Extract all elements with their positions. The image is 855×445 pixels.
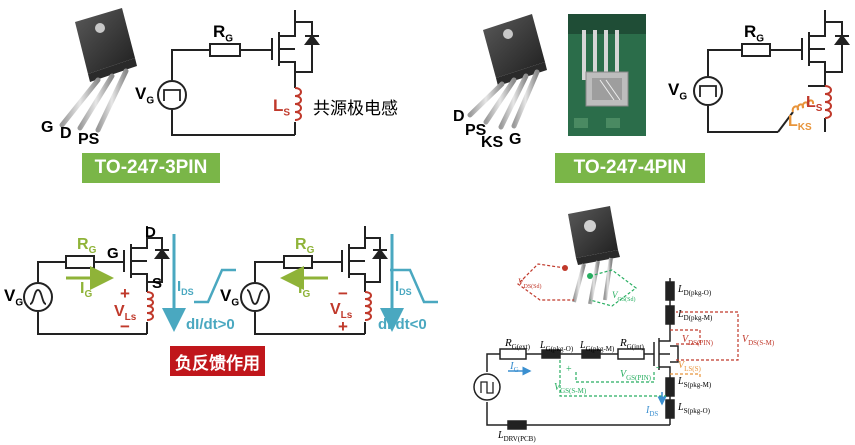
br-lg-pkg-o-label: LG(pkg-O) bbox=[540, 340, 574, 353]
mr-vls-label: VLs bbox=[330, 301, 353, 322]
br-sense-dashes bbox=[517, 263, 637, 307]
br-vds-pin-label: VDS(PIN) bbox=[682, 334, 713, 347]
tl-ls-label: LS bbox=[273, 96, 291, 119]
ml-ig-label: IG bbox=[80, 280, 93, 301]
tr-lks-inductor bbox=[791, 99, 815, 113]
mr-ramp-down bbox=[390, 268, 438, 304]
mr-rg-label: RG bbox=[295, 236, 315, 257]
mr-didt-label: dI/dt<0 bbox=[378, 316, 427, 333]
br-vls-s-label: VLS(S) bbox=[678, 360, 701, 373]
br-circuit bbox=[473, 278, 679, 430]
br-ld-pkg-o-label: LD(pkg-O) bbox=[678, 284, 712, 297]
ml-plus-sign: + bbox=[120, 284, 130, 303]
mr-vg-label: VG bbox=[220, 286, 240, 309]
tl-ls-inductor bbox=[294, 87, 302, 121]
br-ls-pkg-m-label: LS(pkg-M) bbox=[678, 376, 712, 389]
tl-vg-label: VG bbox=[135, 84, 155, 107]
br-vgs-plus-sign: + bbox=[566, 364, 572, 375]
ml-gate-label: G bbox=[107, 245, 119, 262]
mr-plus-sign: + bbox=[338, 317, 348, 336]
br-rg-int-label: RG(int) bbox=[620, 337, 644, 352]
br-vgs-pin-label: VGS(PIN) bbox=[620, 369, 651, 382]
tl-pin-ps-label: PS bbox=[78, 131, 100, 148]
br-package-photo bbox=[562, 206, 620, 305]
tl-rg-label: RG bbox=[213, 22, 234, 45]
br-vgs-sm-label: VGS(S-M) bbox=[554, 382, 587, 395]
tr-ls-inductor bbox=[824, 85, 832, 119]
br-vgs-minus-sign: - bbox=[656, 362, 660, 373]
ml-rg-label: RG bbox=[77, 236, 97, 257]
mr-ig-label: IG bbox=[298, 280, 311, 301]
ml-vls-label: VLs bbox=[114, 303, 137, 324]
ml-drain-label: D bbox=[145, 224, 156, 241]
tr-pin-ps-label: PS bbox=[465, 122, 487, 139]
ml-ids-label: IDS bbox=[177, 278, 194, 297]
tr-circuit bbox=[693, 10, 850, 133]
tr-pin-ks-label: KS bbox=[481, 134, 504, 151]
br-ids-label: IDS bbox=[646, 405, 659, 418]
tr-ls-label: LS bbox=[806, 94, 823, 115]
negative-feedback-banner: 负反馈作用 bbox=[170, 346, 265, 376]
tr-lks-label: LKS bbox=[788, 113, 812, 134]
br-vds-sm-label: VDS(S-M) bbox=[742, 334, 775, 347]
to247-3pin-package bbox=[59, 8, 137, 133]
to247-4pin-package bbox=[467, 14, 547, 130]
br-ig-label: IG bbox=[510, 360, 519, 375]
tr-vg-label: VG bbox=[668, 80, 688, 103]
br-sense-loops bbox=[559, 311, 739, 397]
tl-circuit bbox=[157, 10, 320, 136]
br-lg-pkg-m-label: LG(pkg-M) bbox=[580, 340, 615, 353]
br-ld-pkg-m-label: LD(pkg-M) bbox=[678, 309, 713, 322]
ml-circuit bbox=[23, 226, 170, 335]
mr-ls-inductor bbox=[364, 291, 372, 321]
ml-ramp-up bbox=[194, 268, 236, 304]
ml-ls-inductor bbox=[146, 291, 154, 321]
br-ls-pkg-o-label: LS(pkg-O) bbox=[678, 402, 711, 415]
tl-pin-d-label: D bbox=[60, 125, 72, 142]
die-photo bbox=[568, 14, 646, 136]
br-vgs-sd-label: VGS(Sd) bbox=[612, 290, 636, 303]
ml-vg-label: VG bbox=[4, 286, 24, 309]
mr-ids-label: IDS bbox=[395, 278, 412, 297]
br-vds-sd-label: VDS(Sd) bbox=[518, 277, 542, 290]
ml-didt-label: dI/dt>0 bbox=[186, 316, 235, 333]
to247-4pin-banner: TO-247-4PIN bbox=[555, 153, 705, 183]
br-rg-ext-label: RG(ext) bbox=[505, 337, 531, 352]
ml-minus-sign: − bbox=[120, 317, 130, 336]
tl-pin-g-label: G bbox=[41, 119, 54, 136]
br-ldrv-label: LDRV(PCB) bbox=[498, 430, 536, 443]
ml-source-label: S bbox=[152, 275, 163, 292]
tr-pin-d-label: D bbox=[453, 108, 465, 125]
tl-common-source-inductance-label: 共源极电感 bbox=[313, 99, 398, 119]
mr-minus-sign: − bbox=[338, 284, 348, 303]
tr-pin-g-label: G bbox=[509, 131, 522, 148]
tr-rg-label: RG bbox=[744, 22, 765, 45]
mr-circuit bbox=[240, 226, 388, 335]
to247-3pin-banner: TO-247-3PIN bbox=[82, 153, 220, 183]
